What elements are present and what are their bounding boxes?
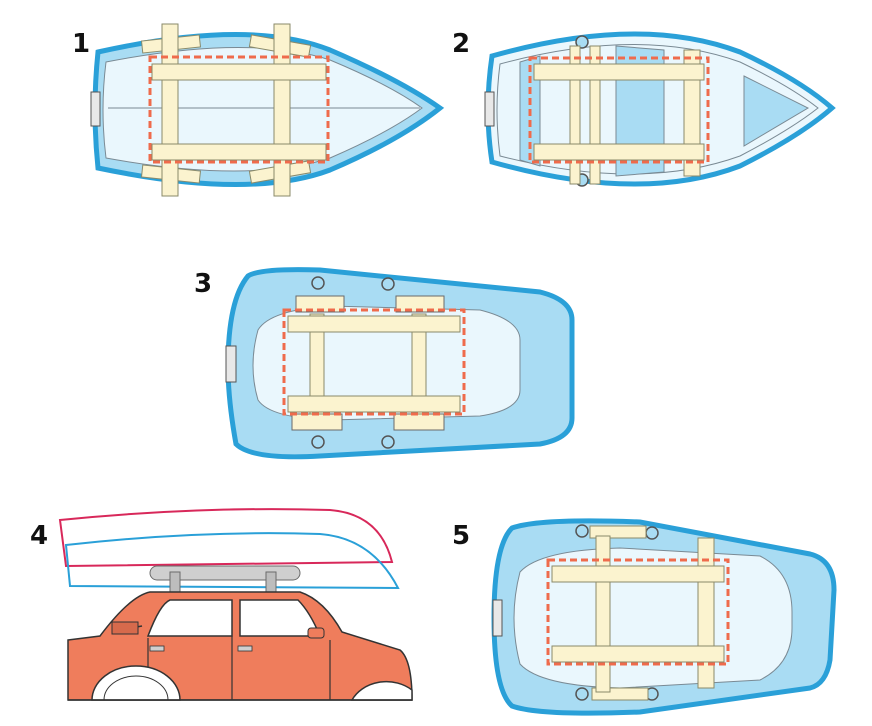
panel-3: 3 [194,267,575,460]
transom-icon [492,599,503,637]
panel-4: 4 [30,508,413,701]
oarlock-icon [381,277,395,291]
panel-5-label: 5 [452,521,470,551]
transom-icon [90,91,101,127]
panel-4-label: 4 [30,521,48,551]
oarlock-icon [575,35,589,49]
car-roof-rack [149,565,301,581]
panel-1: 1 [72,23,445,197]
panel-4-boat-blue [64,532,400,590]
oarlock-icon [381,435,395,449]
car-rear-wheel [91,665,181,701]
panel-5: 5 [452,518,837,716]
panel-1-label: 1 [72,29,90,59]
oarlock-icon [311,435,325,449]
panel-2-label: 2 [452,29,470,59]
oarlock-icon [311,276,325,290]
transom-icon [225,345,237,383]
oarlock-icon [575,524,589,538]
panel-3-label: 3 [194,269,212,299]
panel-2: 2 [452,29,836,187]
panel-4-boat-red [58,508,394,568]
oarlock-icon [575,687,589,701]
oarlock-icon [645,526,659,540]
transom-icon [484,91,495,127]
panel-3-rack-outline [282,308,466,416]
panel-5-rack-outline [546,558,730,666]
panel-2-rack-outline [528,56,710,164]
car-front-wheel [350,680,413,701]
panel-1-rack-outline [148,55,330,164]
